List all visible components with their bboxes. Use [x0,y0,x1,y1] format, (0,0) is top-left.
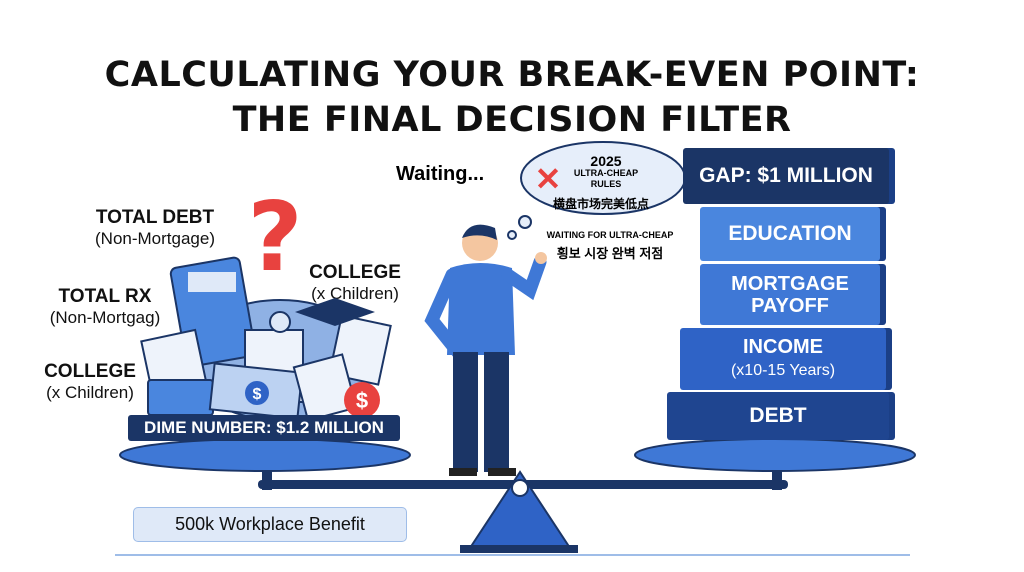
thought-text: 2025 ULTRA-CHEAP RULES [573,153,639,189]
caption-korean: 횡보 시장 완벽 저점 [556,246,664,261]
waiting-text: Waiting... [396,163,485,185]
label-college-left: COLLEGE(x Children) [44,361,136,402]
label-total-rx: TOTAL RX(Non-Mortgag) [49,286,161,327]
thought-cloud [507,141,686,240]
education-block: EDUCATION [700,207,880,261]
gap-block: GAP: $1 MILLION [683,148,889,204]
thought-chinese: 横盘市场完美低点 [552,197,649,211]
left-pan [119,438,411,472]
svg-text:$: $ [253,386,262,403]
waiting-person-icon [424,224,547,476]
right-pan [634,438,916,472]
label-college-right: COLLEGE(x Children) [309,262,401,303]
x-mark-icon: ✕ [535,161,562,197]
debt-pile-icon: $ $ [140,256,392,422]
label-total-debt: TOTAL DEBT(Non-Mortgage) [95,207,215,248]
caption-waiting: WAITING FOR ULTRA-CHEAP [546,230,674,240]
question-mark-icon: ? [247,183,302,293]
svg-text:$: $ [356,388,368,413]
svg-text:?: ? [247,183,302,293]
income-block: INCOME(x10-15 Years) [680,328,886,390]
debt-block: DEBT [667,392,889,440]
workplace-benefit-box: 500k Workplace Benefit [133,507,407,542]
title-line-2: THE FINAL DECISION FILTER [232,100,792,140]
dime-number-banner: DIME NUMBER: $1.2 MILLION [128,415,400,441]
title-line-1: CALCULATING YOUR BREAK-EVEN POINT: [104,55,920,95]
